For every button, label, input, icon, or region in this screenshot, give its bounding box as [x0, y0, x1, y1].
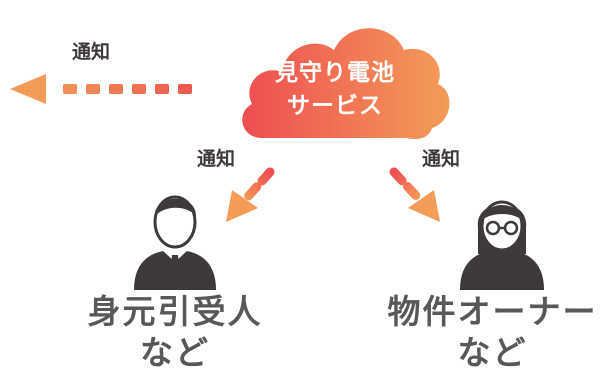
notify-arrow-guarantor — [226, 167, 275, 222]
owner-person-icon — [460, 200, 544, 290]
guarantor-label-line1: 身元引受人 — [87, 292, 263, 331]
owner-label-line1: 物件オーナー — [387, 292, 598, 331]
notify-arrow-left — [10, 74, 192, 104]
owner-label-line2: など — [457, 333, 528, 372]
notify-arrow-owner — [389, 167, 440, 222]
guarantor-label-line2: など — [140, 333, 210, 372]
service-cloud — [242, 28, 450, 139]
notify-label-guarantor: 通知 — [197, 148, 236, 170]
notify-label-left: 通知 — [72, 41, 111, 63]
service-title-line1: 見守り電池 — [275, 60, 395, 86]
guarantor-person-icon — [134, 195, 216, 290]
notify-label-owner: 通知 — [422, 148, 461, 170]
service-title-line2: サービス — [287, 93, 383, 119]
